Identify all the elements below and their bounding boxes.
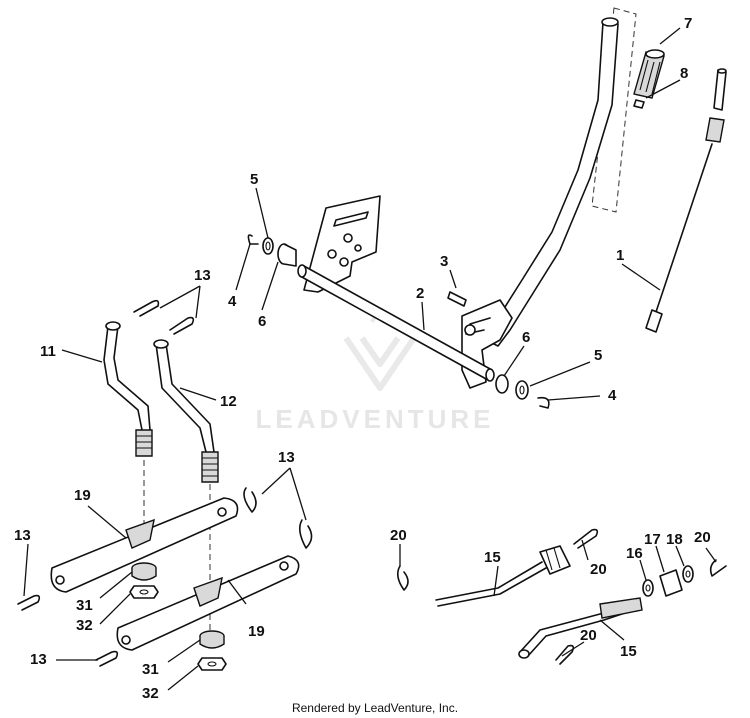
washer-16: [642, 579, 654, 597]
callout-label-20-d: 20: [580, 627, 597, 644]
footer-credit: Rendered by LeadVenture, Inc.: [292, 701, 458, 715]
callout-label-13-mid: 13: [278, 449, 295, 466]
callout-label-6-right: 6: [522, 329, 530, 346]
lift-link-12: [153, 339, 219, 483]
callout-label-32-left: 32: [76, 617, 93, 634]
callout-label-13-top: 13: [194, 267, 211, 284]
callout-label-7: 7: [684, 15, 692, 32]
hairpin-clips-13: [17, 299, 313, 667]
grip-screw-8: [633, 99, 645, 109]
callout-label-18: 18: [666, 531, 683, 548]
callout-label-31-right: 31: [142, 661, 159, 678]
washer-5-right: [515, 380, 529, 400]
callout-label-6-left: 6: [258, 313, 266, 330]
clip-20-c: [709, 559, 727, 577]
callout-label-19-lower: 19: [248, 623, 265, 640]
bushing-6-left-sleeve: [283, 243, 297, 267]
nut-32-left: [129, 585, 159, 599]
callout-label-1: 1: [616, 247, 624, 264]
callout-label-16: 16: [626, 545, 643, 562]
clip-13-d: [298, 519, 313, 549]
callout-label-3: 3: [440, 253, 448, 270]
lift-handle: [461, 17, 619, 389]
callout-label-17: 17: [644, 531, 661, 548]
lift-arm-19-upper: [50, 497, 239, 593]
callout-label-4-right: 4: [608, 387, 617, 404]
linkage-rod-15-lower: [518, 597, 643, 659]
callout-label-32-right: 32: [142, 685, 159, 702]
lift-arm-19-lower: [116, 555, 300, 651]
lift-link-11: [103, 321, 153, 457]
handle-grip-7: [633, 49, 665, 99]
callout-label-31-left: 31: [76, 597, 93, 614]
callout-label-4-left: 4: [228, 293, 237, 310]
height-adjust-rod-1: [645, 68, 727, 333]
callout-label-19-upper: 19: [74, 487, 91, 504]
clip-4-right: [537, 396, 550, 409]
callout-label-15-lower: 15: [620, 643, 637, 660]
bushing-31-left: [131, 562, 157, 581]
left-bushing-group: [247, 234, 297, 267]
watermark-text: LEADVENTURE: [255, 404, 494, 434]
callout-label-2: 2: [416, 285, 424, 302]
clip-20-b: [573, 528, 599, 549]
callout-label-11: 11: [40, 343, 56, 360]
cross-shaft: [297, 264, 495, 382]
callout-label-8: 8: [680, 65, 688, 82]
callout-labels: 1 2 3 4 4 5 5 6 6 7 8 11 12 13 13 13 13 …: [14, 15, 711, 702]
clip-13-e: [17, 594, 41, 611]
mounting-plate: [303, 195, 381, 293]
callout-label-13-bottom: 13: [30, 651, 47, 668]
watermark-logo-icon: [343, 336, 417, 391]
hairpin-clips-20: [396, 528, 727, 665]
clip-4-left: [247, 234, 259, 245]
callout-label-20-a: 20: [390, 527, 407, 544]
callout-label-5-right: 5: [594, 347, 602, 364]
clip-13-c: [243, 487, 257, 513]
bushing-31-right: [199, 630, 225, 649]
clip-20-d: [555, 644, 575, 665]
nut-32-right: [197, 657, 227, 671]
washer-18: [682, 565, 694, 583]
washer-5-left: [262, 237, 274, 255]
callout-label-12: 12: [220, 393, 237, 410]
linkage-rod-15-upper: [435, 545, 571, 607]
callout-label-20-b: 20: [590, 561, 607, 578]
bushing-6-right: [495, 374, 509, 394]
callout-label-13-left: 13: [14, 527, 31, 544]
right-bushing-group: [495, 374, 550, 409]
callout-label-20-c: 20: [694, 529, 711, 546]
watermark: LEADVENTURE: [255, 312, 494, 434]
clip-13-f: [95, 650, 119, 667]
ferrule-17: [659, 569, 683, 597]
key-pin-3: [447, 291, 467, 307]
callout-label-5-left: 5: [250, 171, 258, 188]
callout-label-15-upper: 15: [484, 549, 501, 566]
leader-lines: [23, 27, 717, 691]
clip-13-b: [169, 316, 195, 335]
clip-20-a: [396, 565, 409, 591]
clip-13-a: [133, 299, 160, 317]
